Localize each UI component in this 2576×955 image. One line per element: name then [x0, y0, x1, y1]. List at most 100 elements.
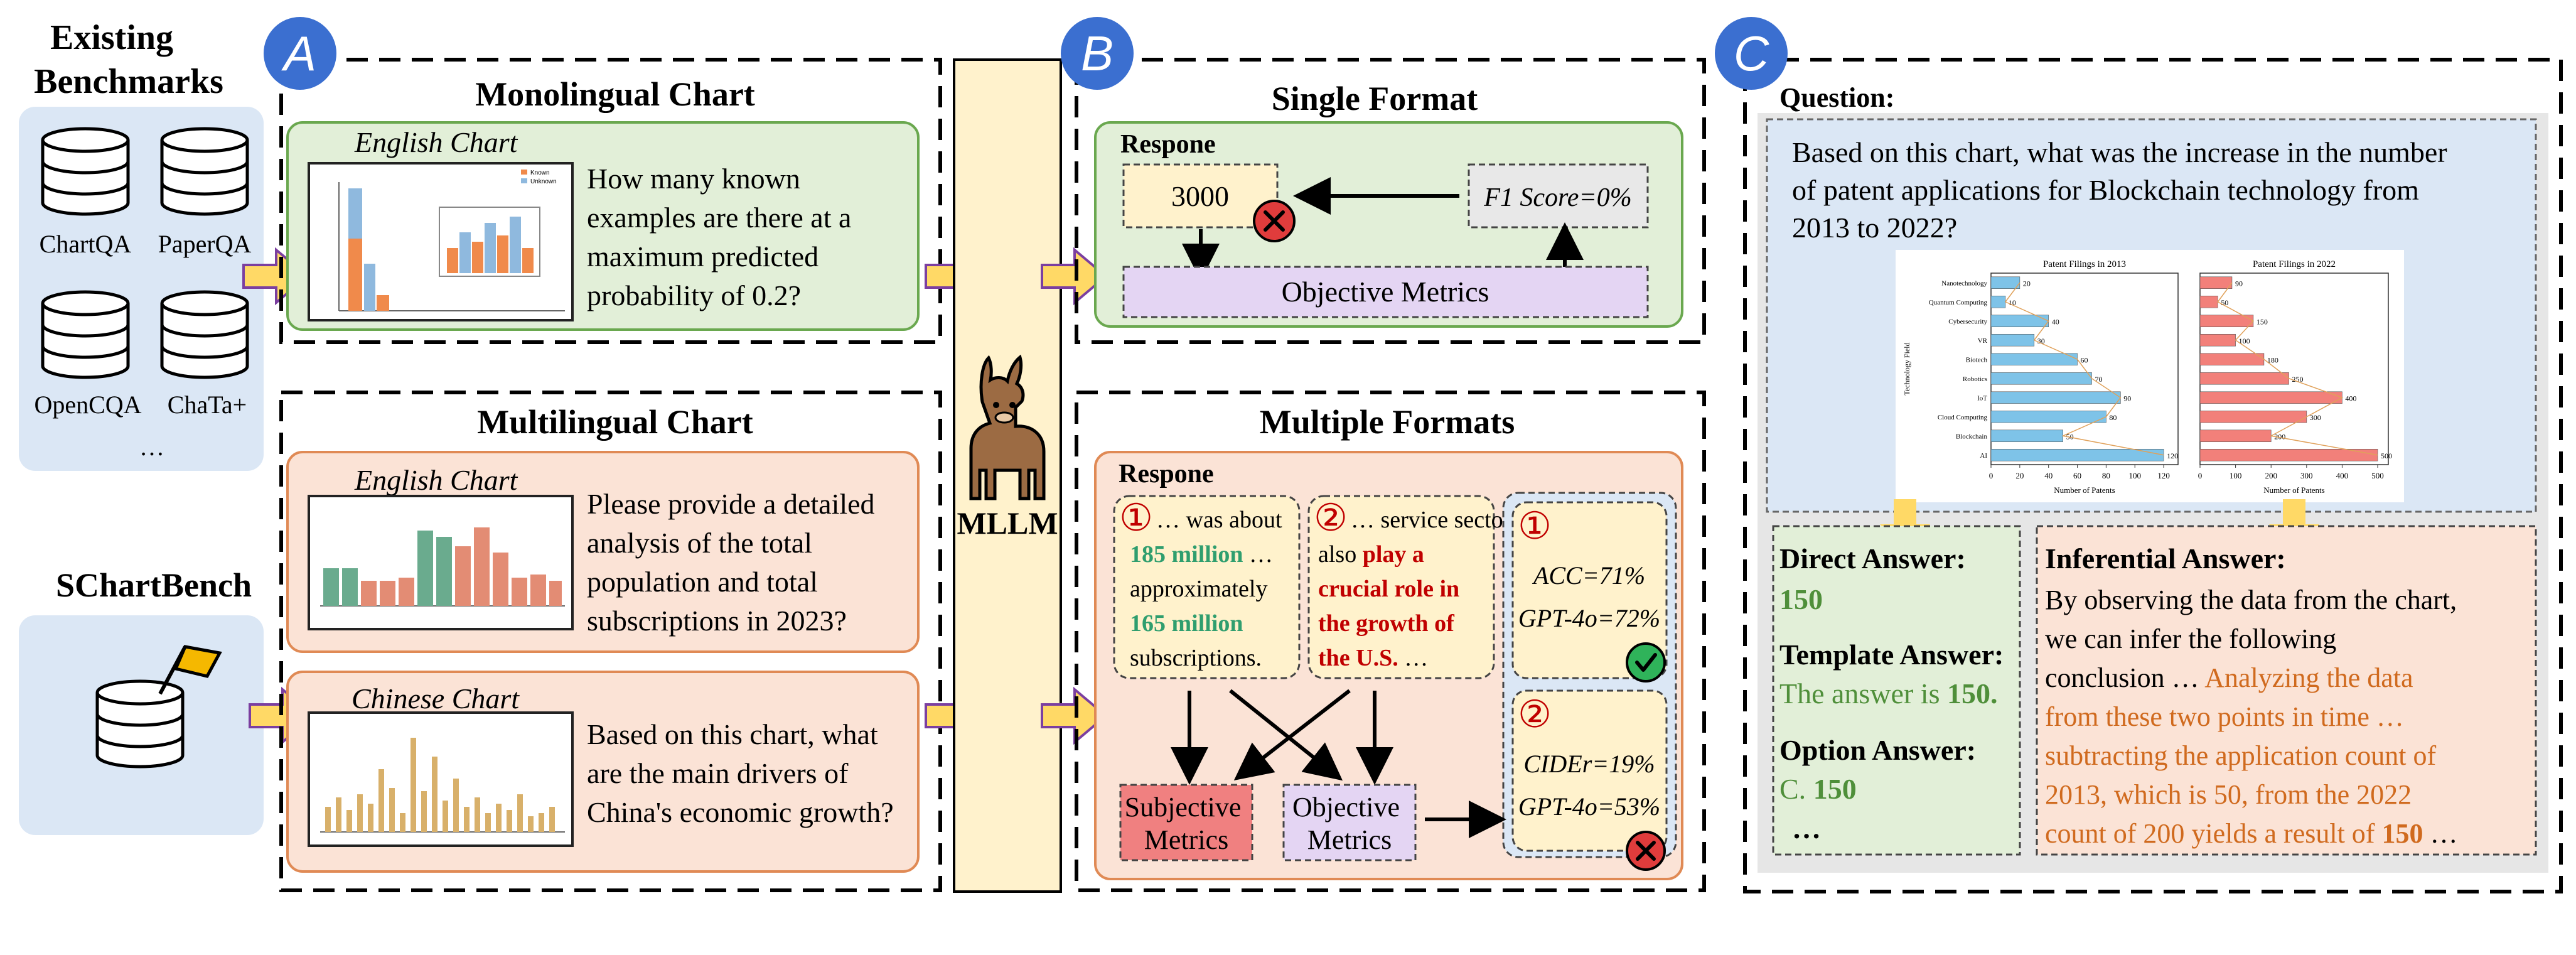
- response-2-text: … service sector also play a crucial rol…: [1318, 507, 1517, 671]
- db-label-chartqa: ChartQA: [40, 230, 132, 258]
- arrow-question-to-inferential: [2269, 499, 2319, 551]
- multi-english-question: Please provide a detailed analysis of th…: [587, 488, 882, 637]
- direct-answer-label: Direct Answer:: [1779, 542, 1966, 575]
- multi-english-chart-thumbnail: [308, 495, 574, 630]
- thumbnail-bar: [411, 738, 416, 832]
- response-card-2: [1307, 495, 1495, 679]
- option-answer-label: Option Answer:: [1779, 734, 1976, 766]
- db-ellipsis: …: [139, 433, 164, 461]
- chart-y-tick-label: Biotech: [1966, 356, 1988, 364]
- thumbnail-legend-swatch: [521, 178, 527, 183]
- score-1-acc: ACC=71%: [1532, 561, 1645, 590]
- chart-x-tick-label: 100: [2128, 471, 2141, 480]
- database-icon: [41, 290, 130, 379]
- single-format-frame: [1075, 58, 1706, 344]
- chart-bar: [1990, 333, 2035, 347]
- chart-bar: [1990, 372, 2092, 385]
- option-answer-text: C. 150: [1779, 773, 1857, 805]
- thumbnail-bar: [496, 804, 502, 832]
- thumbnail-bar: [364, 264, 375, 311]
- chart-bar: [1990, 448, 2164, 461]
- single-objective-metrics-box: [1122, 266, 1649, 318]
- chart-plot-area: [2199, 272, 2389, 465]
- chart-data-label: 10: [2009, 298, 2016, 307]
- monolingual-frame: [279, 58, 942, 344]
- thumbnail-bar: [325, 807, 331, 832]
- inferential-answer-text: By observing the data from the chart, we…: [2045, 585, 2464, 849]
- thumbnail-bar: [459, 232, 471, 273]
- thumbnail-bar: [380, 581, 395, 606]
- section-c-badge: [1715, 17, 1788, 90]
- thumbnail-bar: [517, 794, 523, 832]
- chart-x-tick-label: 300: [2300, 471, 2313, 480]
- score-2-number: ②: [1518, 694, 1552, 735]
- arrow-r2-to-subjective: [1233, 689, 1351, 781]
- chart-data-label: 200: [2274, 432, 2285, 441]
- thumbnail-bar: [497, 235, 508, 273]
- database-flag-icon: [95, 645, 222, 769]
- chart-x-label: Number of Patents: [2263, 485, 2324, 495]
- subjective-metrics-label: Subjective Metrics: [1125, 792, 1248, 855]
- thumbnail-bar: [485, 813, 491, 832]
- correct-icon: [1626, 642, 1666, 683]
- chart-data-label: 150: [2257, 317, 2268, 326]
- score-2-cider: CIDEr=19%: [1523, 750, 1655, 778]
- subjective-metrics-box: [1119, 784, 1253, 861]
- chart-data-label: 70: [2095, 375, 2102, 384]
- thumbnail-bar: [357, 794, 363, 832]
- thumbnail-bar: [421, 791, 427, 832]
- chart-x-tick-label: 400: [2336, 471, 2349, 480]
- score-2-gpt: GPT-4o=53%: [1518, 792, 1660, 821]
- db-label-opencqa: OpenCQA: [34, 391, 141, 419]
- chart-data-label: 300: [2310, 413, 2321, 422]
- chart-bar: [2199, 410, 2307, 423]
- multiple-formats-title: Multiple Formats: [1260, 403, 1515, 441]
- chart-x-tick-label: 100: [2230, 471, 2242, 480]
- objective-metrics-box: [1282, 784, 1417, 861]
- thumbnail-bar: [361, 581, 377, 606]
- chart-data-label: 250: [2292, 375, 2304, 384]
- thumbnail-bar: [378, 769, 384, 832]
- thumbnail-bar: [377, 295, 389, 311]
- thumbnail-bar: [464, 807, 470, 832]
- thumbnail-bar: [323, 568, 339, 606]
- chart-y-tick-label: IoT: [1977, 394, 1987, 402]
- chart-data-label: 20: [2023, 279, 2031, 288]
- chart-y-tick-label: Quantum Computing: [1929, 299, 1988, 306]
- chart-data-label: 100: [2239, 337, 2250, 345]
- thumbnail-bar: [436, 537, 452, 606]
- mono-chart-thumbnail: Known Unknown: [308, 162, 574, 321]
- thumbnail-bar: [368, 804, 373, 832]
- chart-bar: [1990, 410, 2106, 423]
- single-respone-label: Respone: [1120, 130, 1216, 159]
- score-1-gpt: GPT-4o=72%: [1518, 604, 1660, 632]
- section-b-badge: [1061, 17, 1134, 90]
- database-icon: [160, 290, 249, 379]
- chart-x-tick-label: 200: [2265, 471, 2277, 480]
- chart-bar: [2199, 391, 2343, 404]
- chart-bar: [1990, 429, 2063, 443]
- thumbnail-bar: [528, 816, 534, 832]
- chart-bar: [2199, 372, 2289, 385]
- thumbnail-bar: [348, 239, 362, 311]
- existing-title-line2: Benchmarks: [34, 62, 223, 101]
- section-a-letter: A: [281, 26, 316, 81]
- thumbnail-bar: [447, 248, 458, 273]
- chart-x-tick-label: 0: [2198, 471, 2203, 480]
- single-answer-box: [1122, 163, 1279, 229]
- response-1-text: … was about 185 million … approximately …: [1130, 507, 1288, 671]
- direct-answer-value: 150: [1779, 583, 1823, 615]
- thumbnail-bar: [417, 531, 433, 606]
- chart-data-label: 500: [2381, 451, 2392, 460]
- multi-chinese-label: Chinese Chart: [352, 683, 520, 715]
- chart-data-label: 120: [2167, 451, 2178, 460]
- thumbnail-frame: [308, 711, 574, 847]
- chart-data-label: 400: [2345, 394, 2356, 402]
- multi-chinese-question: Based on this chart, what are the main d…: [587, 718, 894, 828]
- llama-icon: [969, 354, 1046, 500]
- thumbnail-bar: [507, 810, 512, 832]
- existing-title-line1: Existing: [50, 18, 173, 57]
- question-label: Question:: [1779, 82, 1894, 113]
